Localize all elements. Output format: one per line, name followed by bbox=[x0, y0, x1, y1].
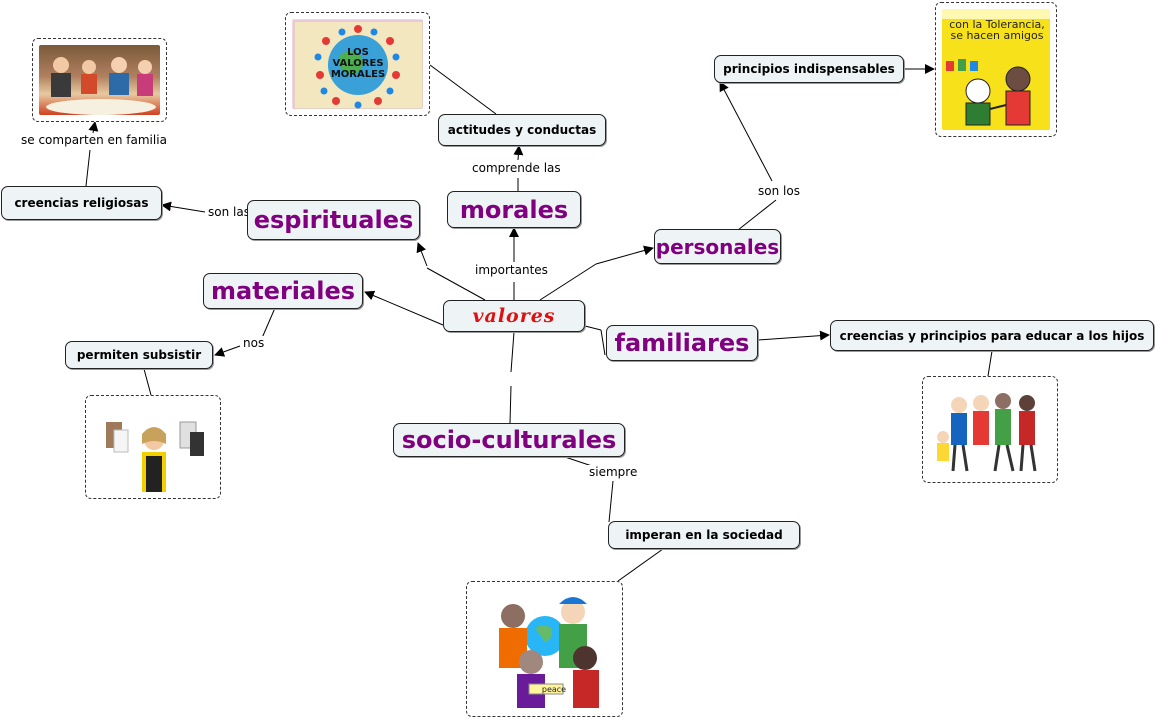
image-multicultural-kids: peace bbox=[466, 581, 623, 717]
node-actitudes-conductas[interactable]: actitudes y conductas bbox=[438, 114, 606, 146]
node-valores[interactable]: valores bbox=[443, 300, 585, 332]
image-family-walking bbox=[922, 376, 1058, 483]
node-personales[interactable]: personales bbox=[654, 229, 781, 264]
image-family-dinner bbox=[32, 38, 167, 122]
tolerancia-caption: con la Tolerancia, se hacen amigos bbox=[949, 18, 1045, 42]
family-figures-icon bbox=[46, 57, 156, 115]
family-walking-icon bbox=[937, 393, 1037, 472]
multicultural-picture: peace bbox=[473, 588, 616, 710]
shopping-picture bbox=[92, 402, 214, 492]
node-familiares[interactable]: familiares bbox=[606, 325, 758, 361]
link-label-nos: nos bbox=[241, 336, 267, 350]
node-creencias-religiosas[interactable]: creencias religiosas bbox=[1, 186, 162, 220]
node-creencias-hijos[interactable]: creencias y principios para educar a los… bbox=[830, 320, 1154, 351]
node-morales[interactable]: morales bbox=[447, 191, 581, 228]
link-label-siempre: siempre bbox=[587, 465, 640, 479]
link-label-comprende-las: comprende las bbox=[470, 161, 563, 175]
link-label-son-los: son los bbox=[756, 184, 802, 198]
image-shopping-girl bbox=[85, 395, 221, 499]
globe-children-icon bbox=[293, 20, 423, 109]
link-label-importantes: importantes bbox=[473, 263, 550, 277]
peace-caption: peace bbox=[541, 685, 567, 694]
shopping-bags-icon bbox=[106, 421, 204, 492]
node-principios-indispensables[interactable]: principios indispensables bbox=[714, 55, 904, 83]
valores-morales-caption: LOS VALORES MORALES bbox=[330, 47, 386, 80]
node-espirituales[interactable]: espirituales bbox=[247, 200, 420, 240]
node-imperan-sociedad[interactable]: imperan en la sociedad bbox=[608, 521, 800, 549]
children-around-globe-icon bbox=[499, 597, 599, 708]
link-label-son-las: son las bbox=[206, 205, 252, 219]
tolerancia-picture: con la Tolerancia, se hacen amigos bbox=[942, 9, 1050, 130]
node-materiales[interactable]: materiales bbox=[203, 273, 363, 309]
node-permiten-subsistir[interactable]: permiten subsistir bbox=[65, 341, 213, 369]
family-walking-picture bbox=[929, 383, 1051, 476]
valores-morales-picture: LOS VALORES MORALES bbox=[292, 19, 423, 109]
node-socio-culturales[interactable]: socio-culturales bbox=[393, 423, 625, 457]
family-dinner-picture bbox=[39, 45, 160, 115]
image-valores-morales: LOS VALORES MORALES bbox=[285, 12, 430, 116]
friends-holding-hands-icon bbox=[942, 9, 1050, 126]
image-tolerancia: con la Tolerancia, se hacen amigos bbox=[935, 2, 1057, 137]
link-label-se-comparten: se comparten en familia bbox=[19, 133, 169, 147]
